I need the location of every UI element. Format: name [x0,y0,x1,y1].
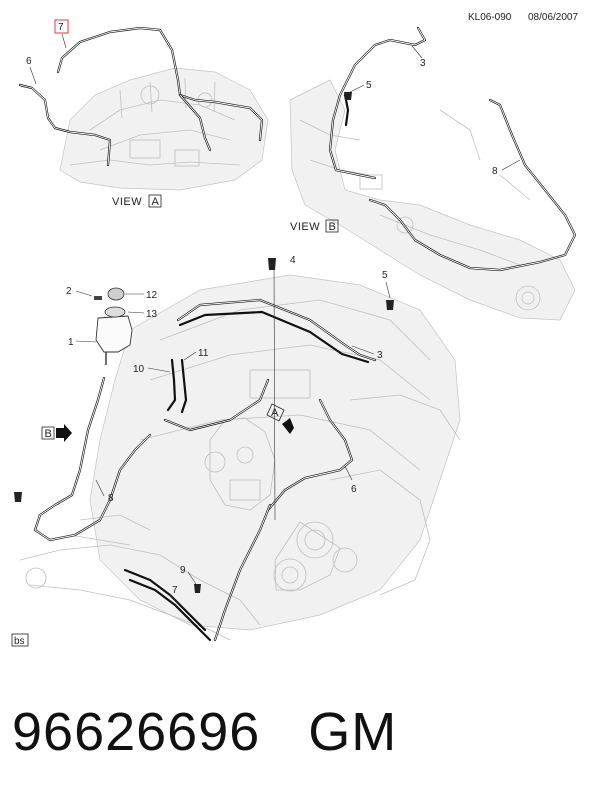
callout-5-top: 5 [366,80,372,91]
leader-8-top [501,159,521,171]
bolt-icon-top [344,92,352,100]
leader-6-top [29,66,37,85]
main-hoses [33,298,377,642]
view-a-engine-sketch [59,67,269,191]
corner-tag-box [11,633,29,647]
power-steering-hose-diagram: KL06-090 08/06/2007 7 6 VIEW A [11,12,578,647]
callout-5-main: 5 [382,270,388,281]
bolt-icon-5 [386,300,394,310]
leader-3-top [411,45,423,59]
callout-9: 9 [180,565,186,576]
main-assembly-view: 4 5 2 12 13 1 11 10 3 8 6 9 7 B A [14,255,461,642]
view-b-hoses [328,26,577,272]
callout-3-top: 3 [420,58,426,69]
leader-8-main [95,479,105,497]
callout-8-main: 8 [108,493,114,504]
view-b-letter-box [325,219,339,233]
callout-1: 1 [68,337,74,348]
view-a-letter: A [152,196,160,208]
leader-13 [127,311,145,314]
bolt-icon-left [14,492,22,502]
view-a-hoses [18,26,264,167]
leader-2 [75,290,93,297]
view-b-label: VIEW [290,221,320,233]
callout-2: 2 [66,286,72,297]
diagram-date: 08/06/2007 [528,12,578,23]
callout-4: 4 [290,255,296,266]
callout-7-main: 7 [172,585,178,596]
bolt-icon-2 [94,296,102,300]
leader-6-main [344,465,353,481]
part-number-line: 96626696 GM [12,692,397,772]
bolt-icon-9 [194,584,201,593]
callout-13: 13 [146,309,158,320]
callout-6-main: 6 [351,484,357,495]
callout-7-top: 7 [58,22,64,33]
leader-3-main [351,345,375,355]
leader-1 [75,340,97,343]
arrow-right-icon [56,424,72,442]
leader-9 [187,571,197,585]
leader-5-top [349,84,365,93]
part-number: 96626696 [12,702,261,762]
corner-tag: bs [14,636,25,647]
callout-12: 12 [146,290,158,301]
reservoir-assembly [94,287,133,365]
manufacturer: GM [308,702,398,762]
leader-4 [273,261,276,521]
view-a-letter-box [148,194,162,208]
leader-10 [147,367,171,373]
arrow-a-letter: A [271,407,279,419]
view-a-arrow: A [266,403,294,434]
callout-10: 10 [133,364,145,375]
bolt-icon-4 [268,258,276,270]
leader-11 [183,351,197,361]
view-b-letter: B [329,221,337,233]
callout-8-top: 8 [492,166,498,177]
callout-11: 11 [198,348,209,359]
main-engine-sketch [19,274,461,641]
callout-3-main: 3 [377,350,383,361]
arrow-b-letter: B [45,428,53,440]
callout-6-top: 6 [26,56,32,67]
leader-5-main [385,281,391,299]
leader-7-top [61,33,67,49]
view-a-label: VIEW [112,196,142,208]
view-a-inset: 7 6 VIEW A [18,19,269,208]
callout-7-highlight-box [54,19,69,34]
diagram-ref-code: KL06-090 [468,12,512,23]
view-b-arrow: B [41,424,72,442]
arrow-down-right-icon [282,418,294,434]
view-b-inset: 3 5 8 VIEW B [289,26,577,321]
leader-7-main [169,594,181,607]
